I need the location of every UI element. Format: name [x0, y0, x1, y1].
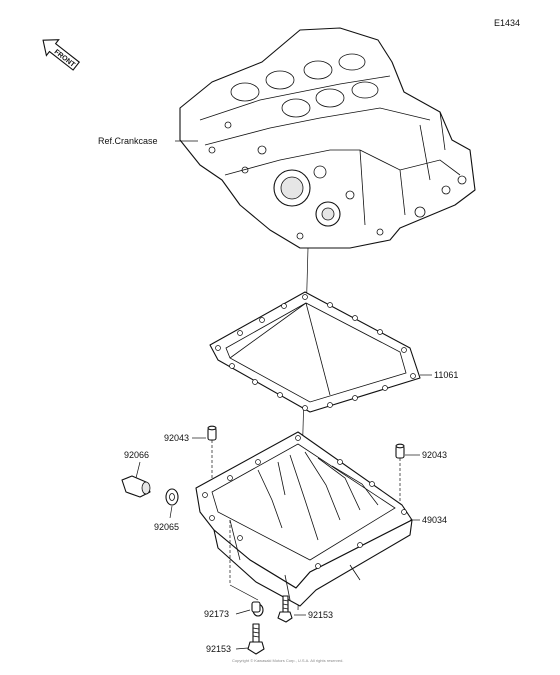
bolt-bottom [247, 623, 265, 655]
oil-pan-label: 49034 [422, 515, 447, 525]
dowel-pin-right [395, 443, 405, 459]
plug-small [251, 601, 264, 617]
bolt-bottom-label: 92153 [206, 644, 231, 654]
dowel-pin-left [207, 425, 217, 441]
plug-small-label: 92173 [204, 609, 229, 619]
drain-plug [121, 475, 151, 498]
crankcase-label: Ref.Crankcase [98, 136, 158, 146]
diagram-code: E1434 [494, 18, 520, 28]
dowel-left-label: 92043 [164, 433, 189, 443]
bolt-right [277, 595, 293, 623]
crankcase-illustration [179, 27, 476, 249]
gasket-label: 11061 [434, 370, 458, 380]
oil-pan [195, 431, 413, 607]
drain-washer [165, 488, 179, 506]
front-arrow-icon: FRONT [42, 39, 81, 71]
washer-label: 92065 [154, 522, 179, 532]
drain-plug-label: 92066 [124, 450, 149, 460]
oil-pan-gasket [209, 291, 421, 413]
dowel-right-label: 92043 [422, 450, 447, 460]
bolt-right-label: 92153 [308, 610, 333, 620]
footer-copyright: Copyright © Kawasaki Motors Corp., U.S.A… [232, 658, 343, 663]
